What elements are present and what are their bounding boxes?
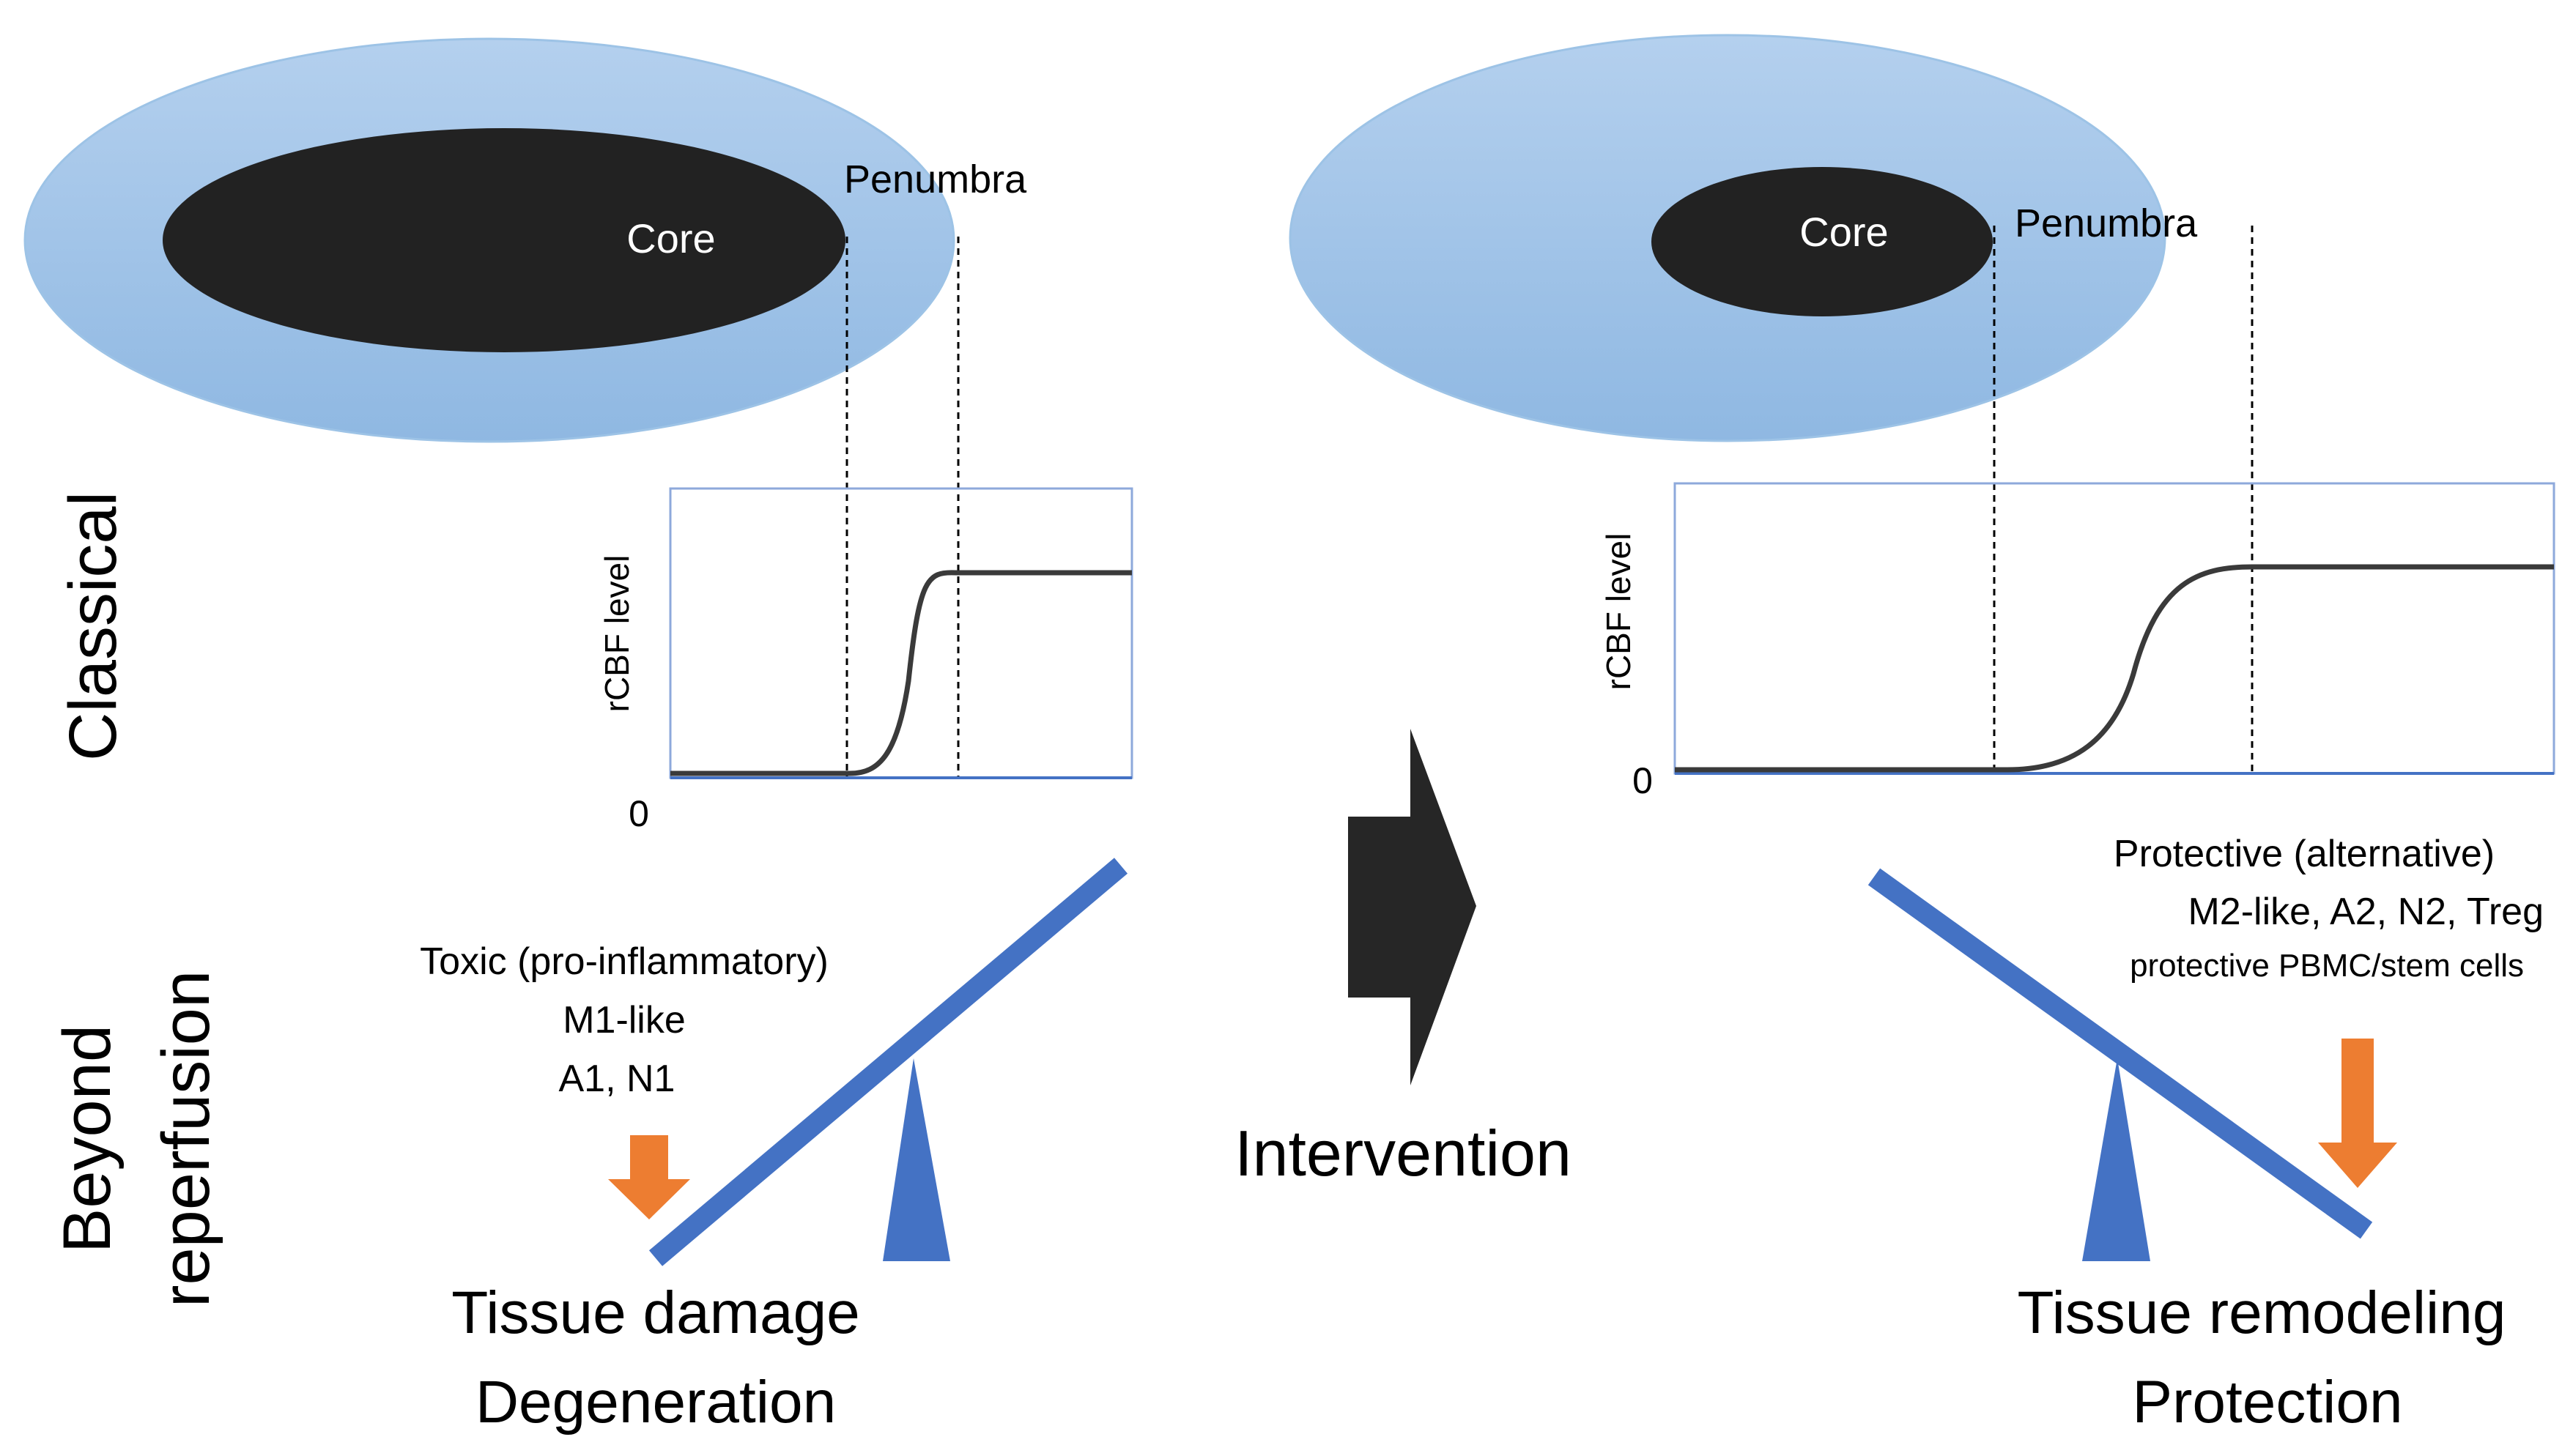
- right-down-arrow: [2318, 1039, 2397, 1188]
- reperfusion-label: reperfusion: [149, 970, 223, 1307]
- left-core-label: Core: [626, 215, 715, 261]
- left-outcome-degeneration: Degeneration: [475, 1369, 836, 1435]
- toxic-title: Toxic (pro-inflammatory): [420, 940, 829, 983]
- left-down-arrow: [608, 1135, 690, 1219]
- toxic-a1-n1-text: A1, N1: [559, 1058, 675, 1100]
- right-rcbf-ylabel: rCBF level: [1599, 533, 1637, 691]
- right-rcbf-plot-frame: [1673, 482, 2555, 775]
- protective-pbmc-text: protective PBMC/stem cells: [2130, 948, 2524, 984]
- left-rcbf-curve: [670, 570, 1132, 776]
- left-outcome-damage: Tissue damage: [451, 1279, 860, 1346]
- right-core-ellipse: [1651, 167, 1993, 316]
- beyond-label: Beyond: [50, 1025, 125, 1253]
- right-seesaw-fulcrum: [2082, 1058, 2150, 1261]
- left-seesaw-beam: [648, 858, 1128, 1266]
- left-rcbf-plot-frame: [669, 487, 1133, 779]
- right-penumbra-label: Penumbra: [2015, 201, 2198, 245]
- protective-m2-text: M2-like, A2, N2, Treg: [2188, 891, 2544, 933]
- left-penumbra-label: Penumbra: [844, 157, 1027, 201]
- right-core-label: Core: [1799, 209, 1888, 255]
- left-seesaw-fulcrum: [883, 1058, 950, 1261]
- right-zero-label: 0: [1632, 760, 1653, 801]
- intervention-label: Intervention: [1234, 1117, 1571, 1189]
- left-zero-label: 0: [629, 793, 649, 834]
- left-core-ellipse: [163, 128, 845, 352]
- protective-title: Protective (alternative): [2114, 833, 2495, 875]
- classical-label: Classical: [56, 491, 130, 761]
- left-rcbf-ylabel: rCBF level: [598, 555, 636, 713]
- intervention-arrow: [1348, 729, 1476, 1085]
- toxic-m1-text: M1-like: [563, 999, 686, 1041]
- right-outcome-protection: Protection: [2132, 1369, 2402, 1435]
- right-seesaw-beam: [1867, 868, 2373, 1239]
- right-outcome-remodeling: Tissue remodeling: [2018, 1279, 2506, 1346]
- right-rcbf-curve: [1675, 564, 2554, 773]
